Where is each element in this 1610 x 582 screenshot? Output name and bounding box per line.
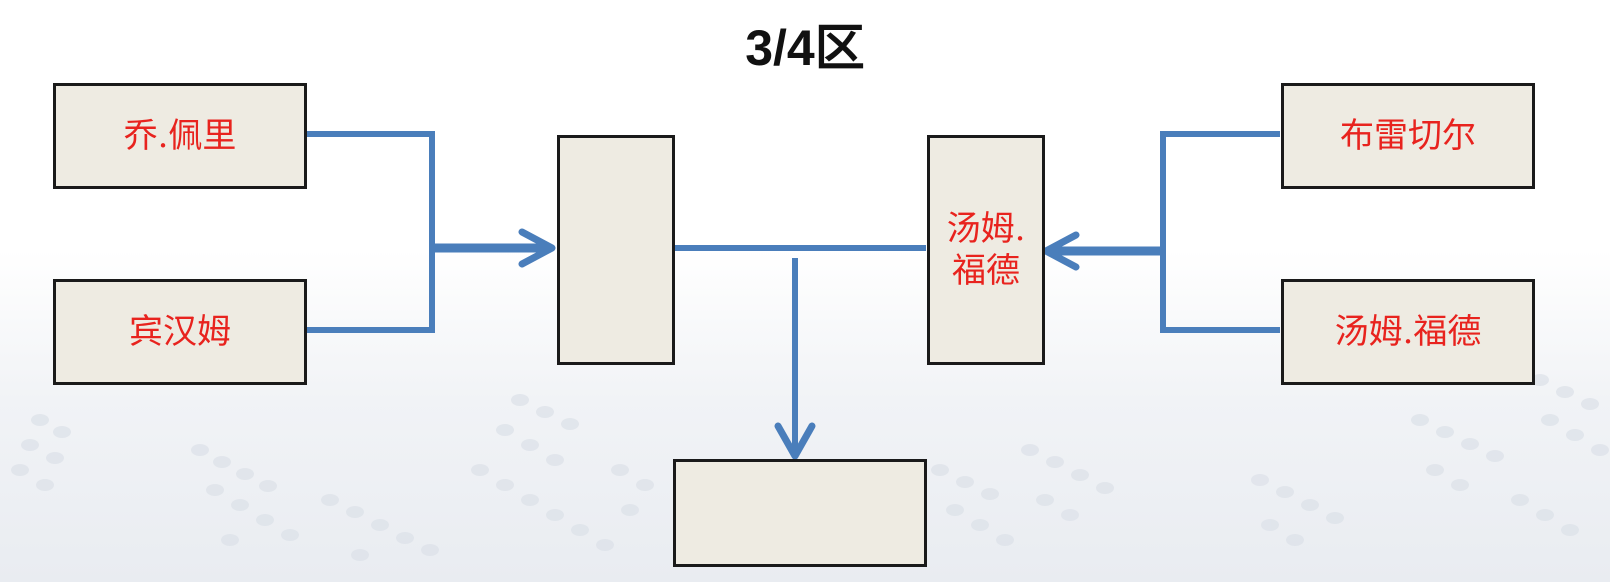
entrant-box-left-2: 宾汉姆 [53,279,307,385]
bracket-title: 3/4区 [745,20,865,76]
right-upper-connector [1160,131,1280,251]
right-semifinal-arrowhead [1042,231,1080,271]
final-box [673,459,927,567]
entrant-box-left-1: 乔.佩里 [53,83,307,189]
entrant-name: 布雷切尔 [1340,116,1476,156]
semifinal-winner-name-line1: 汤姆. [946,209,1026,249]
left-lower-connector [306,248,435,333]
left-upper-connector [306,131,435,248]
semifinal-box-right: 汤姆. 福德 [927,135,1045,365]
entrant-box-right-1: 布雷切尔 [1281,83,1535,189]
left-semifinal-arrowhead [518,228,556,268]
entrant-box-right-2: 汤姆.福德 [1281,279,1535,385]
semifinal-winner-name-line2: 福德 [952,251,1020,291]
entrant-name: 汤姆.福德 [1334,312,1482,352]
semifinal-box-left [557,135,675,365]
final-arrowhead [774,422,816,460]
entrant-name: 乔.佩里 [123,116,237,156]
entrant-name: 宾汉姆 [129,312,231,352]
right-lower-connector [1160,251,1280,333]
